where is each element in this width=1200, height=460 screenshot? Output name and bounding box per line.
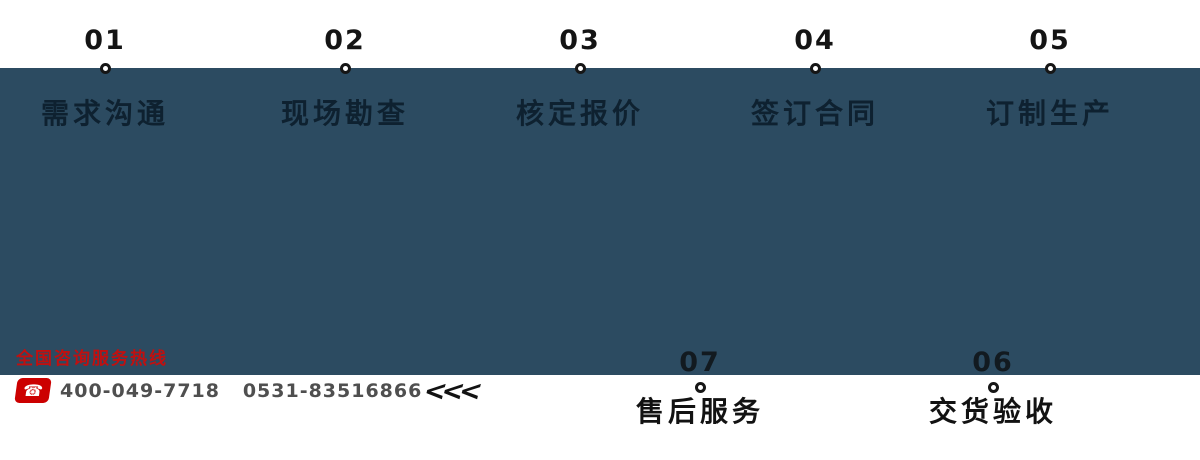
- step-label: 核定报价: [515, 96, 644, 130]
- step-dot-icon: [987, 381, 999, 393]
- step-number: 02: [324, 25, 366, 56]
- step-dot-icon: [1044, 62, 1056, 74]
- step-number: 04: [794, 25, 836, 56]
- step-dot-icon: [99, 62, 111, 74]
- step-label: 签订合同: [750, 96, 879, 130]
- step-dot-icon: [339, 62, 351, 74]
- step-label: 需求沟通: [40, 96, 169, 130]
- step-label: 现场勘查: [280, 96, 409, 130]
- band-background: [0, 68, 1200, 375]
- step-04: 04 签订合同: [705, 26, 925, 129]
- step-number: 05: [1029, 25, 1071, 56]
- step-number: 07: [679, 347, 721, 378]
- step-03: 03 核定报价: [470, 26, 690, 129]
- step-label: 交货验收: [928, 394, 1057, 428]
- step-label: 售后服务: [635, 394, 764, 428]
- step-01: 01 需求沟通: [0, 26, 215, 129]
- flow-arrows-left-icon: <<<: [420, 376, 481, 407]
- step-number: 06: [972, 347, 1014, 378]
- hotline-phone-numbers: 400-049-7718 0531-83516866: [60, 379, 423, 402]
- step-number: 01: [84, 25, 126, 56]
- step-06: 06 交货验收: [883, 348, 1103, 427]
- hotline: 全国咨询服务热线 ☎ 400-049-7718 0531-83516866: [14, 344, 423, 403]
- phone-icon: ☎: [14, 378, 52, 403]
- hotline-title: 全国咨询服务热线: [16, 349, 168, 369]
- step-07: 07 售后服务: [590, 348, 810, 427]
- step-dot-icon: [809, 62, 821, 74]
- step-02: 02 现场勘查: [235, 26, 455, 129]
- step-dot-icon: [694, 381, 706, 393]
- step-label: 订制生产: [985, 96, 1114, 130]
- step-dot-icon: [574, 62, 586, 74]
- step-05: 05 订制生产: [940, 26, 1160, 129]
- step-number: 03: [559, 25, 601, 56]
- hotline-row: ☎ 400-049-7718 0531-83516866: [14, 378, 423, 403]
